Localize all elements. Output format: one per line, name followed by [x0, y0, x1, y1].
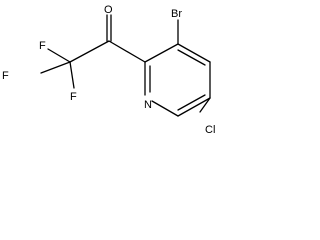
chlorine-label: Cl [205, 124, 215, 136]
bond-cf3-f2 [40, 61, 71, 74]
pyridine-ring [144, 43, 211, 117]
fluorine-label-2: F [2, 70, 9, 82]
bromine-label: Br [171, 8, 182, 20]
carbonyl-bond [106, 14, 112, 42]
nitrogen-label: N [144, 99, 152, 111]
structure-diagram: O Br F F F N Cl [2, 4, 215, 136]
fluorine-label-3: F [70, 91, 77, 103]
bond-ring-cl [199, 97, 211, 113]
oxygen-label: O [104, 4, 113, 16]
bond-cf3-f3 [69, 61, 75, 89]
fluorine-label-1: F [39, 40, 46, 52]
bond-cf3-f1 [47, 48, 71, 63]
bond-carbonyl-ring [108, 40, 146, 63]
bond-carbonyl-cf3 [69, 40, 110, 63]
